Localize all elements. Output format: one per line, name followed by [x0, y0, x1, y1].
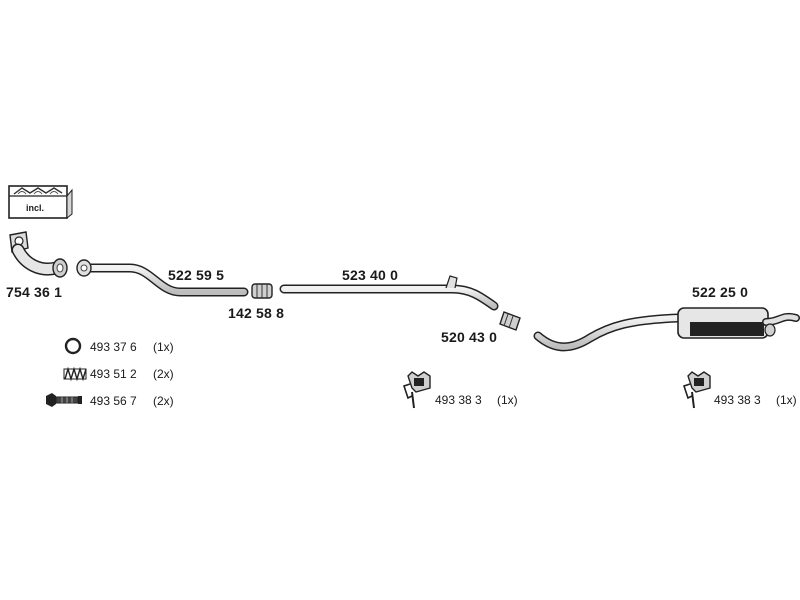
accessory-number: 493 37 6 [90, 340, 137, 354]
accessory-qty: (1x) [153, 340, 174, 354]
front-pipe-icon [9, 231, 68, 278]
bolt-icon [46, 393, 82, 407]
ring-gasket-icon [64, 337, 82, 355]
gasket-kit-box-icon [8, 185, 73, 220]
part-number-rear-silencer: 522 25 0 [692, 284, 749, 300]
accessory-number: 493 51 2 [90, 367, 137, 381]
rear-silencer-icon [533, 307, 800, 352]
part-number-clamp-2: 520 43 0 [441, 329, 498, 345]
clamp-1-icon [251, 283, 273, 299]
spring-icon [63, 366, 87, 382]
accessory-qty: (2x) [153, 367, 174, 381]
incl-label: incl. [26, 203, 45, 213]
part-number-clamp-1: 142 58 8 [228, 305, 285, 321]
accessory-number: 493 56 7 [90, 394, 137, 408]
clamp-2-icon [499, 311, 521, 331]
accessory-qty: (2x) [153, 394, 174, 408]
part-number-front-pipe: 754 36 1 [6, 284, 63, 300]
pipe-1-icon [76, 259, 249, 297]
hanger-qty: (1x) [497, 393, 518, 407]
part-number-middle-pipe: 523 40 0 [342, 267, 399, 283]
rubber-hanger-icon [402, 371, 431, 409]
rubber-hanger-icon [682, 371, 711, 409]
middle-pipe-icon [279, 275, 499, 311]
hanger-qty: (1x) [776, 393, 797, 407]
hanger-number: 493 38 3 [435, 393, 482, 407]
hanger-number: 493 38 3 [714, 393, 761, 407]
part-number-pipe-1: 522 59 5 [168, 267, 225, 283]
